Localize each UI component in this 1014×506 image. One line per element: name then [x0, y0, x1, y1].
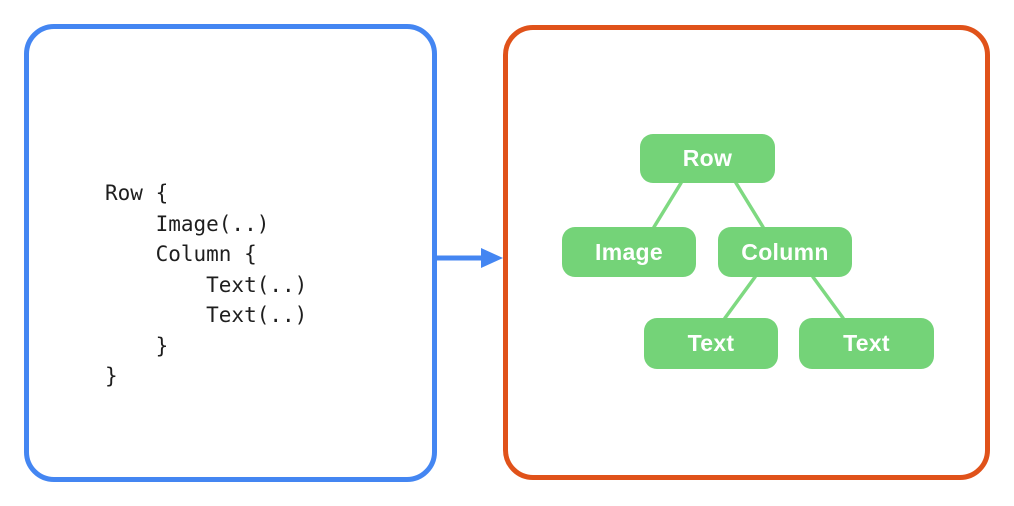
- code-panel: Row { Image(..) Column { Text(..) Text(.…: [24, 24, 437, 482]
- tree-panel: Row Image Column Text Text: [503, 25, 990, 480]
- tree-node-text-1: Text: [644, 318, 778, 369]
- right-arrow-icon: [435, 247, 505, 269]
- tree-node-column: Column: [718, 227, 852, 277]
- tree-node-row: Row: [640, 134, 775, 183]
- tree-edges: [652, 181, 845, 320]
- tree-node-text-2: Text: [799, 318, 934, 369]
- tree-node-image: Image: [562, 227, 696, 277]
- code-snippet: Row { Image(..) Column { Text(..) Text(.…: [105, 181, 308, 388]
